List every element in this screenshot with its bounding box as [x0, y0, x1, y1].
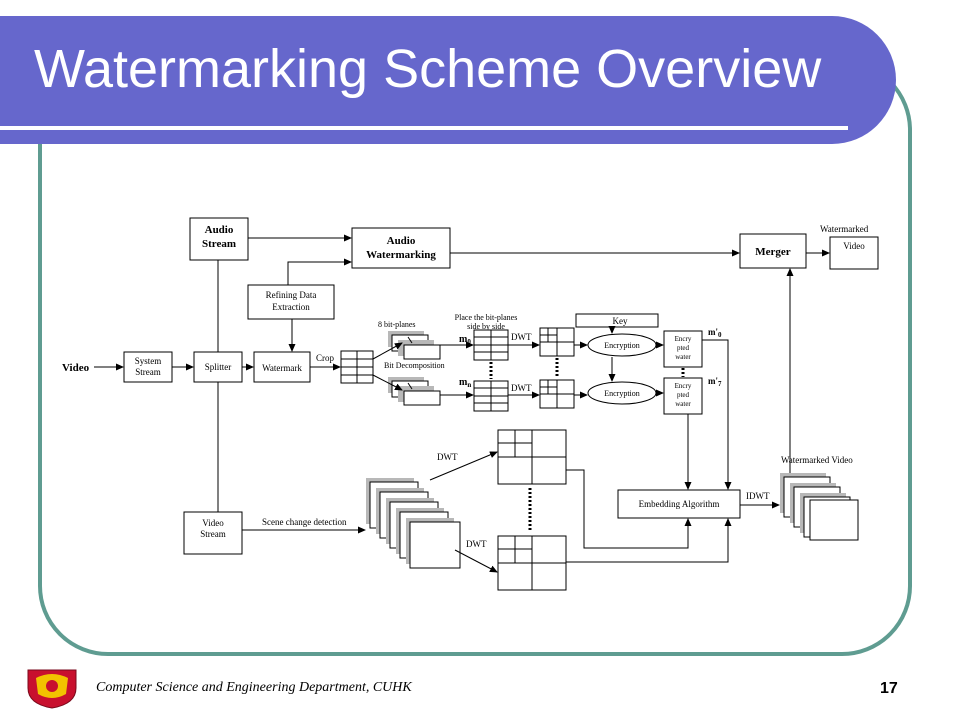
system-stream-label-2: Stream	[135, 367, 161, 377]
video-frame-stack	[366, 478, 461, 569]
dwt-grid-bottom	[539, 379, 575, 409]
embedding-algorithm-label: Embedding Algorithm	[639, 499, 720, 509]
watermarked-label: Watermarked	[820, 224, 869, 234]
audio-stream-label-1: Audio	[205, 224, 234, 236]
encrypted-water-top-label-3: water	[675, 353, 691, 361]
dwt-grid-top	[539, 327, 575, 357]
audio-stream-label-2: Stream	[202, 238, 236, 250]
page-number: 17	[880, 680, 898, 697]
encrypted-water-bottom-label-3: water	[675, 400, 691, 408]
splitter-label: Splitter	[205, 362, 232, 372]
video-stream-box	[183, 511, 243, 555]
bit-planes-label: 8 bit-planes	[378, 320, 416, 329]
encrypted-water-top-label-1: Encry	[675, 335, 692, 343]
audio-watermarking-label-1: Audio	[387, 235, 416, 247]
dwt-top-label: DWT	[511, 332, 532, 342]
encrypted-water-top-label-2: pted	[677, 344, 690, 352]
dwt-frame-bottom-label: DWT	[466, 539, 487, 549]
mn-grid	[473, 380, 509, 412]
refining-data-box	[247, 284, 335, 320]
m-prime-7-label: m'7	[708, 376, 722, 388]
watermarked-video-output-label: Video	[843, 241, 865, 251]
watermarked-video-label: Watermarked Video	[781, 455, 853, 465]
crop-label: Crop	[316, 353, 335, 363]
bit-decomposition-label: Bit Decomposition	[384, 361, 445, 370]
watermarked-video-box	[829, 236, 879, 270]
m0-label: m0	[459, 334, 471, 346]
video-stream-label-1: Video	[202, 518, 224, 528]
encrypted-water-top-box	[663, 330, 703, 368]
title-bar	[0, 16, 896, 144]
system-stream-box	[123, 351, 173, 383]
slide-title: Watermarking Scheme Overview	[34, 39, 822, 99]
scene-change-label: Scene change detection	[262, 517, 347, 527]
bit-plane-stack-top	[388, 331, 441, 360]
watermark-box	[253, 351, 311, 383]
footer-department: Computer Science and Engineering Departm…	[96, 680, 412, 695]
encryption-top-label: Encryption	[604, 341, 640, 350]
system-stream-label-1: System	[135, 356, 162, 366]
encrypted-water-bottom-box	[663, 377, 703, 415]
cuhk-crest-logo	[27, 669, 77, 709]
merger-box	[739, 233, 807, 269]
key-label: Key	[613, 316, 628, 326]
mn-label: mn	[459, 377, 471, 389]
place-bit-planes-label-1: Place the bit-planes	[455, 313, 518, 322]
place-bit-planes-label-2: side by side	[467, 322, 505, 331]
video-stream-label-2: Stream	[200, 529, 226, 539]
watermark-label: Watermark	[262, 363, 302, 373]
encrypted-water-bottom-label-1: Encry	[675, 382, 692, 390]
refining-data-label-1: Refining Data	[266, 290, 317, 300]
audio-stream-box	[189, 217, 249, 261]
m-prime-0-label: m'0	[708, 327, 722, 339]
dwt-frame-grid-top	[497, 429, 567, 485]
refining-data-label-2: Extraction	[272, 302, 310, 312]
idwt-label: IDWT	[746, 491, 770, 501]
embedding-algorithm-box	[617, 489, 741, 519]
merger-label: Merger	[755, 246, 791, 258]
bit-plane-stack-bottom	[388, 377, 441, 406]
crop-grid	[340, 350, 374, 384]
key-box	[575, 313, 659, 328]
encryption-bottom-label: Encryption	[604, 389, 640, 398]
dwt-bottom-label: DWT	[511, 383, 532, 393]
video-input-label: Video	[62, 362, 90, 374]
connectors	[94, 234, 830, 573]
audio-watermarking-box	[351, 227, 451, 269]
encrypted-water-bottom-label-2: pted	[677, 391, 690, 399]
dwt-frame-grid-bottom	[497, 535, 567, 591]
title-underline	[0, 126, 848, 130]
dwt-frame-top-label: DWT	[437, 452, 458, 462]
watermarked-frame-stack	[780, 473, 859, 541]
m0-grid	[473, 329, 509, 361]
audio-watermarking-label-2: Watermarking	[366, 249, 436, 261]
